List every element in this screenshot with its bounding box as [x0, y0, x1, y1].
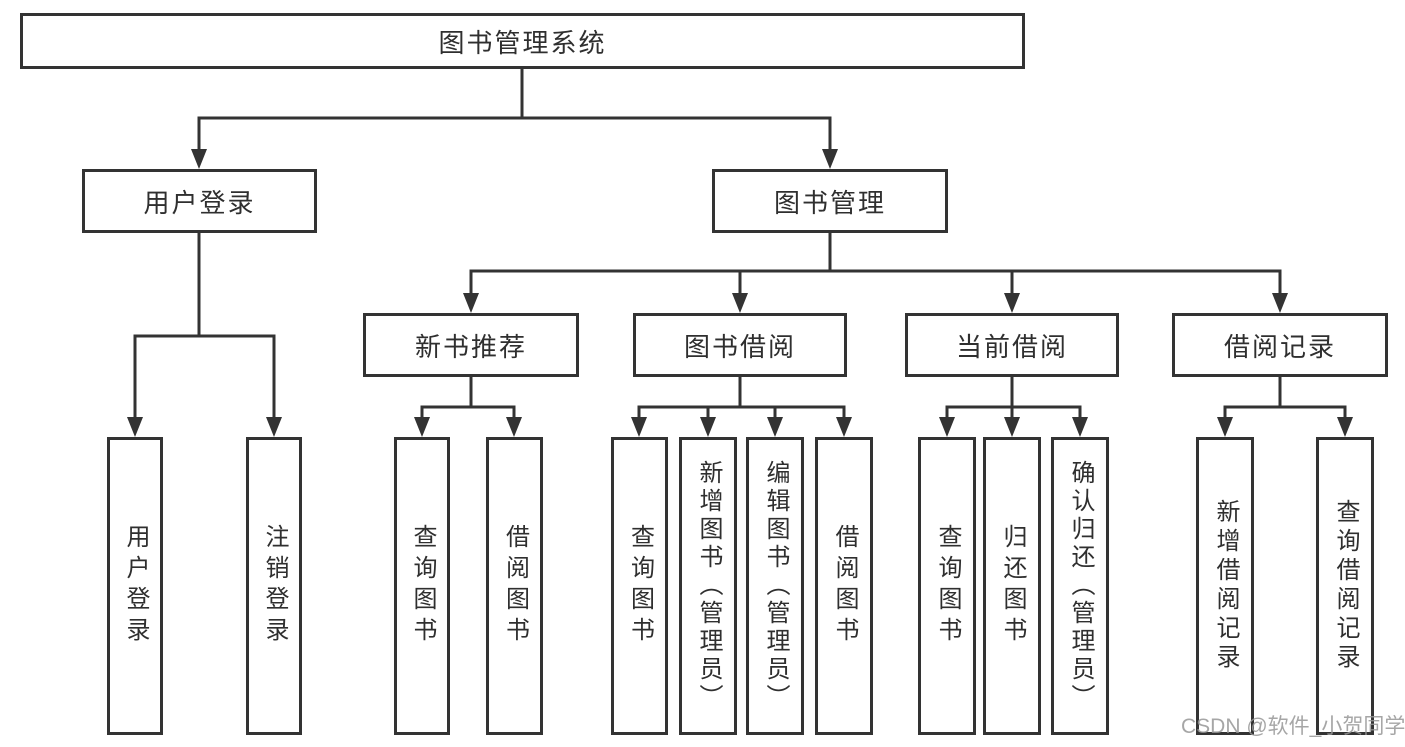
leaf-logout-label: 注销登录 — [261, 524, 288, 648]
arrowhead-icon — [836, 417, 852, 437]
leaf-add-book-admin: 新增图书（管理员） — [679, 437, 737, 735]
leaf-confirm-return-admin: 确认归还（管理员） — [1051, 437, 1109, 735]
leaf-borrow-books-recommend-label: 借阅图书 — [501, 524, 529, 648]
node-book-borrowing-label: 图书借阅 — [683, 331, 796, 362]
node-user-login-label: 用户登录 — [143, 187, 256, 218]
node-library-system: 图书管理系统 — [20, 13, 1025, 69]
leaf-query-books-recommend: 查询图书 — [394, 437, 450, 735]
arrowheads — [127, 149, 1353, 437]
leaf-query-books-recommend-label: 查询图书 — [409, 524, 436, 648]
arrowhead-icon — [939, 417, 955, 437]
leaf-borrow-books-borrowing: 借阅图书 — [815, 437, 873, 735]
arrowhead-icon — [1072, 417, 1088, 437]
node-book-management: 图书管理 — [712, 169, 948, 233]
leaf-query-borrow-record-label: 查询借阅记录 — [1332, 499, 1359, 673]
arrowhead-icon — [127, 417, 143, 437]
arrowhead-icon — [767, 417, 783, 437]
node-user-login: 用户登录 — [82, 169, 317, 233]
node-new-book-recommend: 新书推荐 — [363, 313, 579, 377]
leaf-add-borrow-record: 新增借阅记录 — [1196, 437, 1254, 735]
leaf-query-books-borrowing: 查询图书 — [611, 437, 668, 735]
arrowhead-icon — [631, 417, 647, 437]
leaf-confirm-return-admin-label: 确认归还（管理员） — [1067, 460, 1094, 712]
arrowhead-icon — [1004, 417, 1020, 437]
leaf-return-books: 归还图书 — [983, 437, 1041, 735]
leaf-query-books-current-label: 查询图书 — [934, 524, 961, 648]
arrowhead-icon — [700, 417, 716, 437]
leaf-borrow-books-recommend: 借阅图书 — [486, 437, 543, 735]
arrowhead-icon — [1272, 293, 1288, 313]
leaf-query-books-current: 查询图书 — [918, 437, 976, 735]
arrowhead-icon — [414, 417, 430, 437]
leaf-logout: 注销登录 — [246, 437, 302, 735]
node-borrowing-records: 借阅记录 — [1172, 313, 1388, 377]
arrowhead-icon — [463, 293, 479, 313]
arrowhead-icon — [732, 293, 748, 313]
node-current-borrowing: 当前借阅 — [905, 313, 1119, 377]
arrowhead-icon — [1217, 417, 1233, 437]
leaf-add-book-admin-label: 新增图书（管理员） — [695, 460, 722, 712]
node-borrowing-records-label: 借阅记录 — [1223, 331, 1336, 362]
leaf-query-borrow-record: 查询借阅记录 — [1316, 437, 1374, 735]
leaf-user-login: 用户登录 — [107, 437, 163, 735]
leaf-query-books-borrowing-label: 查询图书 — [626, 524, 654, 648]
arrowhead-icon — [191, 149, 207, 169]
node-book-management-label: 图书管理 — [773, 187, 886, 218]
arrowhead-icon — [1337, 417, 1353, 437]
leaf-add-borrow-record-label: 新增借阅记录 — [1212, 499, 1239, 673]
node-book-borrowing: 图书借阅 — [633, 313, 847, 377]
leaf-edit-book-admin: 编辑图书（管理员） — [746, 437, 804, 735]
arrowhead-icon — [822, 149, 838, 169]
watermark: CSDN @软件_小贺同学 — [1181, 715, 1405, 738]
arrowhead-icon — [506, 417, 522, 437]
arrowhead-icon — [1004, 293, 1020, 313]
leaf-edit-book-admin-label: 编辑图书（管理员） — [762, 460, 789, 712]
node-current-borrowing-label: 当前借阅 — [955, 331, 1068, 362]
leaf-return-books-label: 归还图书 — [999, 524, 1026, 648]
node-library-system-label: 图书管理系统 — [438, 27, 607, 58]
leaf-user-login-label: 用户登录 — [122, 524, 149, 648]
node-new-book-recommend-label: 新书推荐 — [414, 331, 527, 362]
leaf-borrow-books-borrowing-label: 借阅图书 — [831, 524, 858, 648]
arrowhead-icon — [266, 417, 282, 437]
